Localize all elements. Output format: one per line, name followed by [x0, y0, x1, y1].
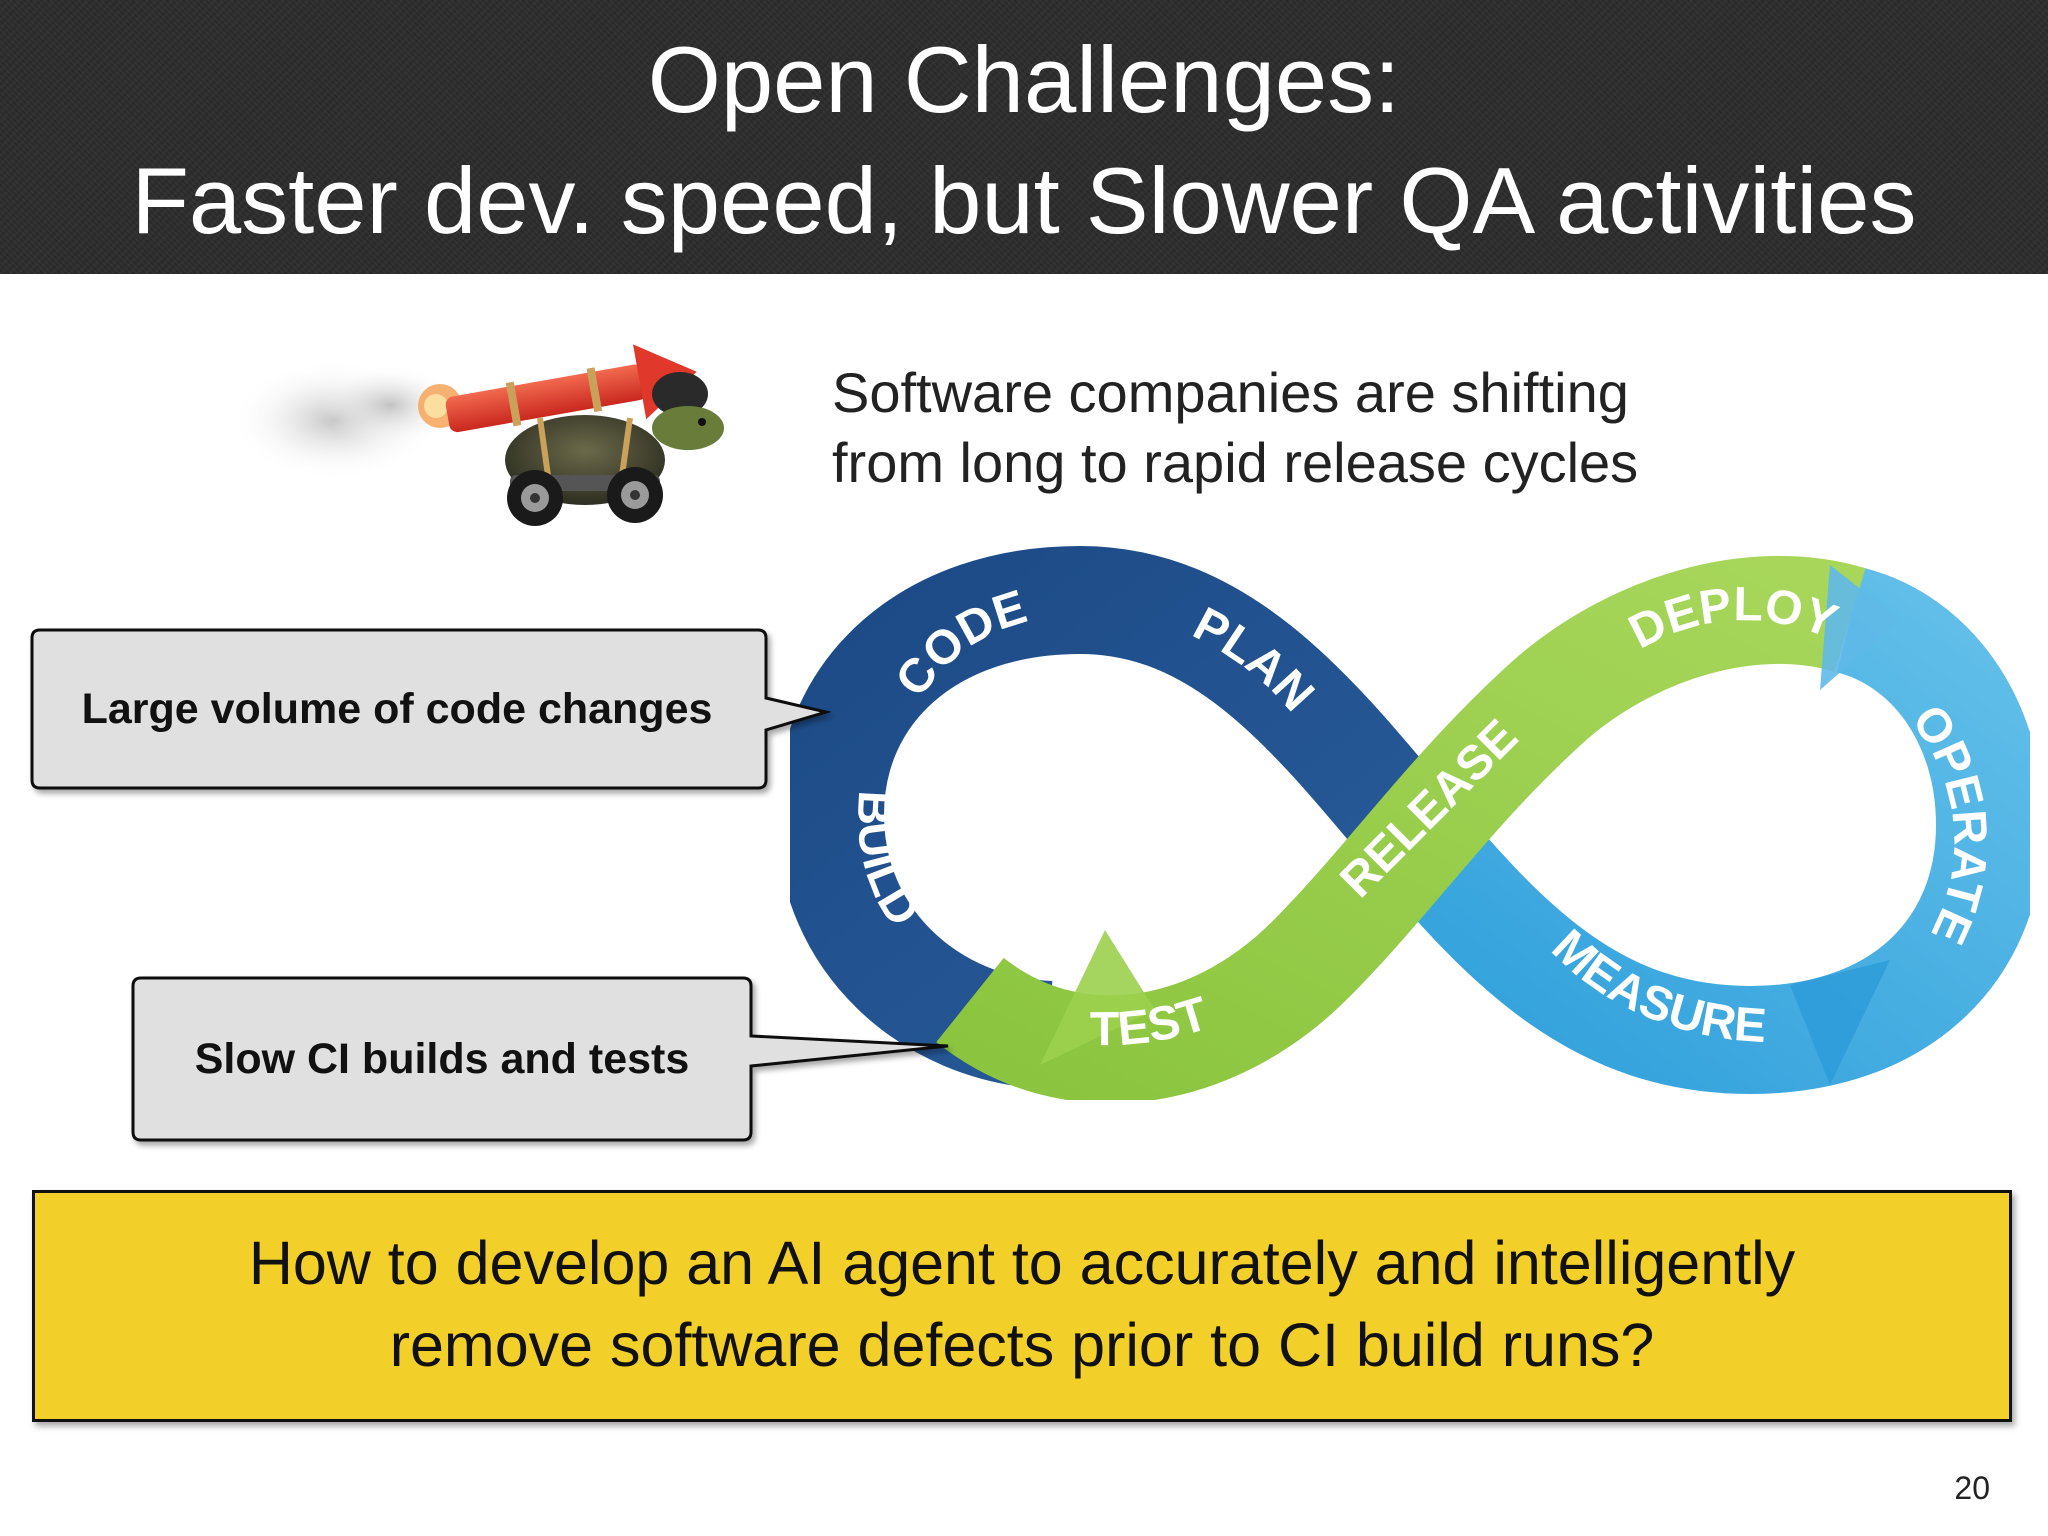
arrow-head: [1790, 960, 1890, 1085]
rocket-turtle-illustration: [240, 344, 724, 526]
loop-green: [936, 555, 1866, 1100]
callout-large-volume: Large volume of code changes: [81, 685, 713, 733]
description-line-2: from long to rapid release cycles: [832, 431, 1639, 494]
devops-infinity-diagram: CODE PLAN BUILD TEST RELEASE DEPLOY OPER…: [790, 545, 2030, 1100]
wheel-icon: [507, 470, 563, 526]
question-line-1: How to develop an AI agent to accurately…: [248, 1229, 1796, 1297]
description-line-1: Software companies are shifting: [832, 361, 1629, 424]
callout-slow-ci: Slow CI builds and tests: [194, 1035, 690, 1083]
title-line-1: Open Challenges:: [647, 27, 1401, 132]
page-number: 20: [1954, 1470, 1990, 1506]
turtle-head: [652, 406, 724, 450]
question-line-2: remove software defects prior to CI buil…: [389, 1311, 1655, 1379]
arrow-head: [1820, 565, 1900, 690]
smoke-cloud-2: [320, 365, 460, 445]
arrow-head: [1040, 930, 1155, 1065]
loop-right-lightblue: [1368, 567, 2030, 1095]
description: Software companies are shifting from lon…: [832, 358, 1638, 498]
loop-left-blue: [790, 545, 1452, 1089]
wheel-icon: [607, 467, 663, 523]
turtle-helmet: [652, 372, 708, 416]
question-box: How to develop an AI agent to accurately…: [32, 1190, 2012, 1422]
title-bar: Open Challenges: Faster dev. speed, but …: [0, 0, 2048, 274]
title-line-2: Faster dev. speed, but Slower QA activit…: [131, 148, 1917, 253]
